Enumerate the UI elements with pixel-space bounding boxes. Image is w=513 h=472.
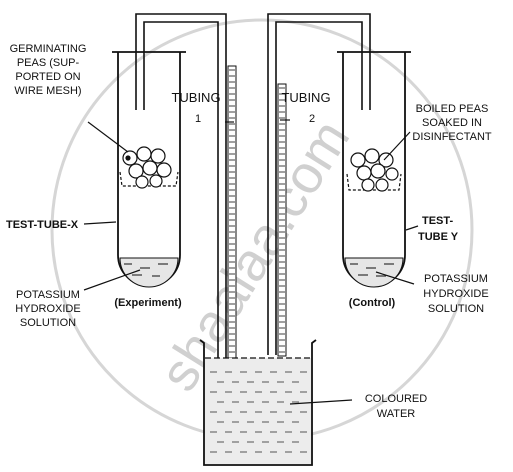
- tubing-1-outer: [135, 13, 227, 385]
- tubing-2-inner: [275, 21, 363, 355]
- wire-mesh-y: [346, 173, 402, 191]
- pointer-koh-right: [375, 271, 415, 285]
- pointer-lines: [83, 119, 419, 405]
- water-dashes: [210, 371, 307, 453]
- pointer-boiled-peas: [383, 131, 411, 161]
- svg-text:WIRE MESH): WIRE MESH): [14, 85, 81, 97]
- svg-text:COLOURED: COLOURED: [365, 393, 427, 405]
- beaker: [199, 339, 317, 466]
- boiled-peas: [346, 148, 402, 192]
- coloured-water: [205, 358, 311, 464]
- label-coloured-water: COLOURED WATER: [365, 393, 427, 420]
- tubing-2: [267, 13, 371, 355]
- svg-text:HYDROXIDE: HYDROXIDE: [15, 303, 80, 315]
- label-koh-left: POTASSIUM HYDROXIDE SOLUTION: [15, 289, 80, 329]
- label-tubing-2: TUBING 2: [281, 90, 330, 125]
- svg-text:BOILED PEAS: BOILED PEAS: [416, 103, 489, 115]
- label-control: (Control): [349, 297, 396, 309]
- scale-tubing-1: [227, 65, 237, 367]
- koh-liquid-x: [119, 257, 179, 288]
- pointer-test-tube-x: [83, 221, 117, 225]
- koh-solution-y: [344, 257, 404, 288]
- svg-text:TUBING: TUBING: [281, 90, 330, 105]
- svg-text:SOLUTION: SOLUTION: [20, 317, 76, 329]
- scale-1-body: [227, 65, 237, 367]
- koh-liquid-y: [344, 257, 404, 288]
- svg-text:SOAKED IN: SOAKED IN: [422, 117, 482, 129]
- tubing-1: [135, 13, 227, 385]
- svg-text:TUBING: TUBING: [171, 90, 220, 105]
- beaker-outline: [199, 339, 317, 466]
- label-experiment: (Experiment): [114, 297, 182, 309]
- svg-text:TEST-: TEST-: [422, 215, 454, 227]
- svg-text:PEAS (SUP-: PEAS (SUP-: [17, 57, 80, 69]
- svg-text:1: 1: [195, 113, 201, 125]
- label-boiled-peas: BOILED PEAS SOAKED IN DISINFECTANT: [412, 103, 492, 143]
- label-germinating-peas: GERMINATING PEAS (SUP- PORTED ON WIRE ME…: [10, 43, 87, 97]
- tubing-2-outer: [267, 13, 371, 355]
- svg-text:HYDROXIDE: HYDROXIDE: [423, 288, 488, 300]
- svg-text:WATER: WATER: [377, 408, 416, 420]
- tubing-1-inner: [143, 21, 219, 385]
- pointer-test-tube-y: [405, 225, 419, 231]
- pointer-germinating-peas: [87, 121, 129, 153]
- svg-text:POTASSIUM: POTASSIUM: [424, 273, 488, 285]
- label-test-tube-x: TEST-TUBE-X: [6, 219, 79, 231]
- pointer-koh-left: [83, 269, 141, 291]
- scale-1-ticks: [229, 69, 235, 359]
- svg-text:SOLUTION: SOLUTION: [428, 303, 484, 315]
- pointer-coloured-water: [289, 399, 353, 405]
- label-tubing-1: TUBING 1: [171, 90, 220, 125]
- svg-text:PORTED ON: PORTED ON: [15, 71, 80, 83]
- svg-text:POTASSIUM: POTASSIUM: [16, 289, 80, 301]
- wire-mesh-x: [119, 171, 179, 187]
- svg-text:2: 2: [309, 113, 315, 125]
- germinating-peas: [119, 146, 179, 189]
- label-koh-right: POTASSIUM HYDROXIDE SOLUTION: [423, 273, 488, 315]
- svg-text:TUBE Y: TUBE Y: [418, 231, 459, 243]
- koh-solution-x: [119, 257, 179, 288]
- svg-text:DISINFECTANT: DISINFECTANT: [412, 131, 492, 143]
- svg-text:GERMINATING: GERMINATING: [10, 43, 87, 55]
- scale-2-ticks: [279, 87, 285, 353]
- label-test-tube-y: TEST- TUBE Y: [418, 215, 459, 243]
